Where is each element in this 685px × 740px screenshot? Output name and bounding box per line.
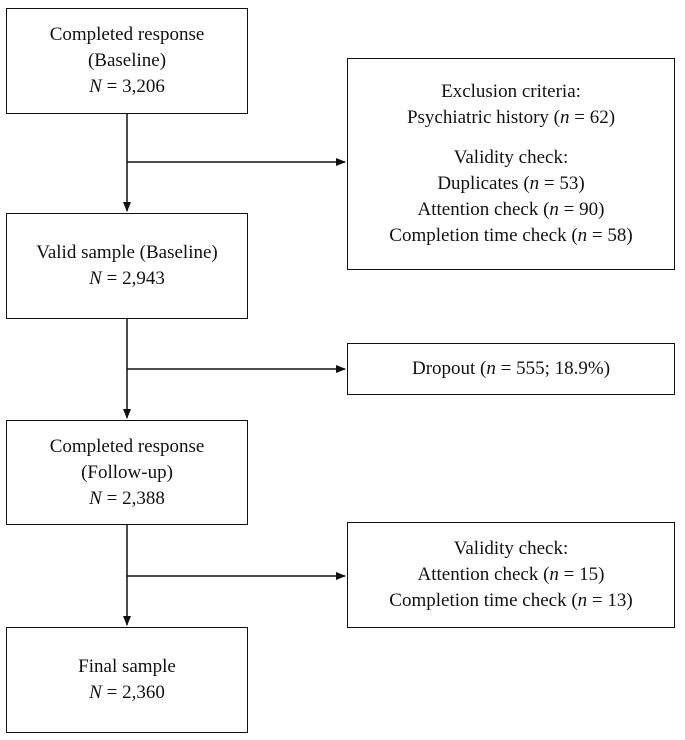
followup-line1: Completed response [49,435,205,457]
exclusion-title: Exclusion criteria: [441,81,581,102]
exclusion-psych: Psychiatric history (n = 62) [406,107,616,128]
exclusion-validity-title: Validity check: [453,147,569,168]
dropout-text: Dropout (n = 555; 18.9%) [411,358,611,379]
baseline-n: N = 3,206 [89,76,165,97]
final-n: N = 2,360 [89,682,165,703]
final-line1: Final sample [78,656,176,677]
box-dropout: Dropout (n = 555; 18.9%) [347,343,675,395]
exclusion-time: Completion time check (n = 58) [389,225,633,246]
baseline-line2: (Baseline) [87,50,167,71]
exclusion-duplicates: Duplicates (n = 53) [437,173,585,194]
valid-line1: Valid sample (Baseline) [36,242,218,263]
followup-line2: (Follow-up) [81,461,173,483]
exclusion-attention: Attention check (n = 90) [417,199,605,220]
box-baseline: Completed response (Baseline) N = 3,206 [6,8,248,114]
validity2-attention: Attention check (n = 15) [417,564,605,585]
box-valid-sample: Valid sample (Baseline) N = 2,943 [6,213,248,319]
validity2-title: Validity check: [453,538,569,559]
box-followup: Completed response (Follow-up) N = 2,388 [6,420,248,525]
box-final-sample: Final sample N = 2,360 [6,627,248,733]
valid-n: N = 2,943 [89,268,165,289]
box-exclusion: Exclusion criteria: Psychiatric history … [347,58,675,270]
box-validity-check-2: Validity check: Attention check (n = 15)… [347,522,675,628]
validity2-time: Completion time check (n = 13) [389,590,633,611]
baseline-line1: Completed response [49,24,205,45]
followup-n: N = 2,388 [89,487,165,509]
